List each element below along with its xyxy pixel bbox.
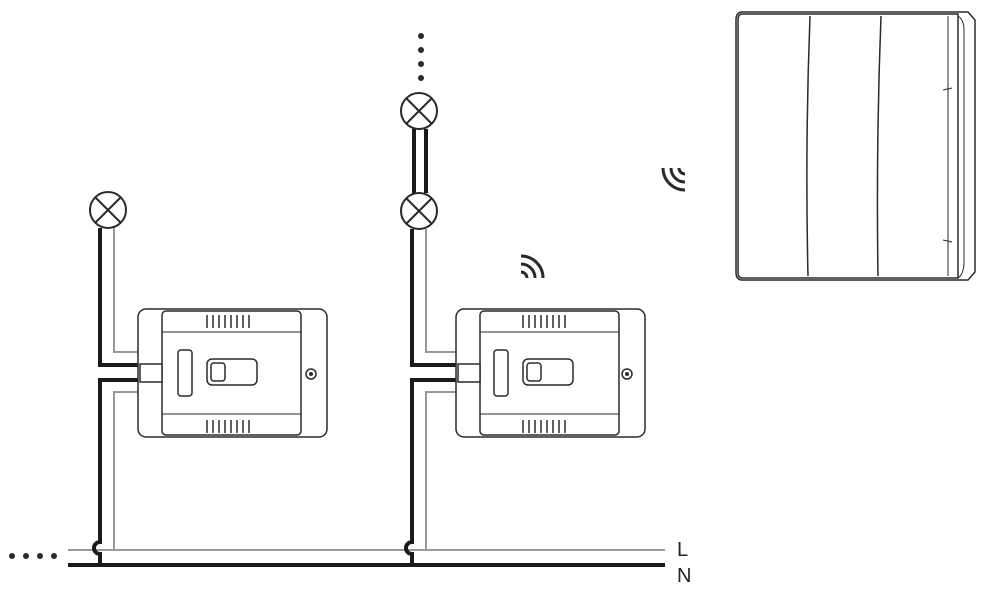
lamp-icon [400,192,438,230]
bus-neutral-wire [92,378,158,565]
bus-lines [9,549,665,567]
rocker-divider [876,15,882,277]
rocker-divider [806,15,811,277]
lamp-icon [400,92,438,130]
continuation-dots-icon [418,33,424,81]
left-circuit [89,191,328,565]
wireless-signal-icon [520,254,545,279]
wireless-wall-switch [661,11,976,281]
bus-neutral-wire [404,378,477,565]
wireless-signal-icon [661,167,686,192]
live-label: L [677,539,688,561]
right-circuit [400,33,646,565]
lamp-icon [89,191,127,229]
receiver-module [455,308,646,438]
continuation-dots-icon [9,553,57,559]
receiver-module [137,308,328,438]
neutral-label: N [677,565,691,587]
